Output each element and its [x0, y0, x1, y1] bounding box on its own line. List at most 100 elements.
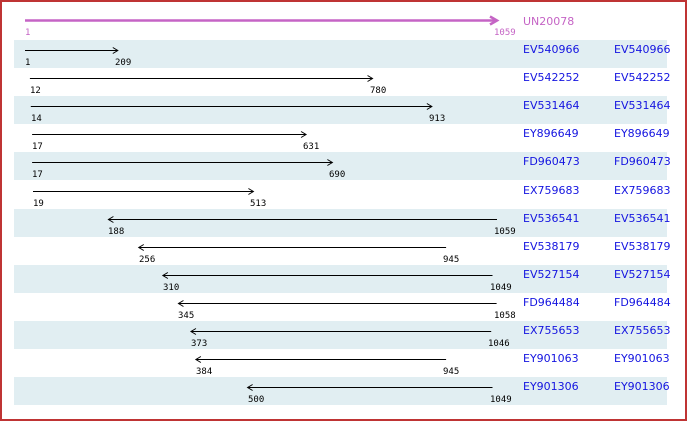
accession-link[interactable]: FD960473: [523, 155, 580, 168]
alignment-row: 373 1046 EX755653 EX755653: [2, 321, 685, 349]
arrowhead-icon: [107, 216, 114, 223]
read-end-position: 1046: [488, 339, 510, 349]
alignment-row: 1 209 EV540966 EV540966: [2, 40, 685, 68]
row-stripe-band: [14, 40, 667, 68]
reference-accession-link[interactable]: UN20078: [523, 15, 575, 28]
read-arrow: [32, 131, 308, 138]
alignment-row: 500 1049 EY901306 EY901306: [2, 377, 685, 405]
arrowhead-icon: [367, 75, 374, 82]
arrowhead-icon: [248, 188, 255, 195]
row-stripe-band: [14, 152, 667, 180]
read-start-position: 14: [31, 114, 42, 124]
accession-link-secondary[interactable]: EV536541: [614, 212, 671, 225]
accession-link-secondary[interactable]: FD964484: [614, 296, 671, 309]
read-start-position: 310: [163, 283, 180, 293]
accession-link[interactable]: EV538179: [523, 240, 580, 253]
accession-link[interactable]: EV527154: [523, 268, 580, 281]
read-arrow: [29, 75, 374, 82]
alignment-row: 17 690 FD960473 FD960473: [2, 152, 685, 180]
read-start-position: 384: [196, 367, 213, 377]
accession-link-secondary[interactable]: EX759683: [614, 184, 671, 197]
accession-link-secondary[interactable]: EV531464: [614, 99, 671, 112]
read-end-position: 209: [115, 58, 132, 68]
alignment-row: 12 780 EV542252 EV542252: [2, 68, 685, 96]
read-start-position: 19: [33, 199, 44, 209]
read-end-position: 945: [443, 367, 460, 377]
row-stripe-band: [14, 96, 667, 124]
row-stripe-band: [14, 377, 667, 405]
accession-link[interactable]: EV542252: [523, 71, 580, 84]
read-start-position: 1: [25, 58, 31, 68]
read-end-position: 913: [429, 114, 446, 124]
read-arrow: [246, 384, 493, 391]
alignment-row: 345 1058 FD964484 FD964484: [2, 293, 685, 321]
row-stripe-band: [14, 321, 667, 349]
read-arrow: [189, 328, 492, 335]
alignment-row: 17 631 EY896649 EY896649: [2, 124, 685, 152]
arrowhead-icon: [177, 300, 184, 307]
read-arrow: [161, 272, 493, 279]
accession-link-secondary[interactable]: FD960473: [614, 155, 671, 168]
accession-link[interactable]: EV540966: [523, 43, 580, 56]
alignment-row: 19 513 EX759683 EX759683: [2, 181, 685, 209]
accession-link[interactable]: EY901063: [523, 352, 579, 365]
read-arrow: [194, 356, 447, 363]
alignment-row: 310 1049 EV527154 EV527154: [2, 265, 685, 293]
accession-link-secondary[interactable]: EX755653: [614, 324, 671, 337]
accession-link[interactable]: EX755653: [523, 324, 580, 337]
alignment-row: 188 1059 EV536541 EV536541: [2, 209, 685, 237]
read-end-position: 1059: [494, 28, 516, 38]
accession-link-secondary[interactable]: EV540966: [614, 43, 671, 56]
reference-row: 1 1059 UN20078: [2, 12, 685, 40]
read-arrow: [107, 216, 497, 223]
accession-link[interactable]: FD964484: [523, 296, 580, 309]
accession-link[interactable]: EX759683: [523, 184, 580, 197]
arrowhead-icon: [189, 328, 197, 335]
read-start-position: 12: [30, 86, 41, 96]
read-arrow: [33, 188, 255, 195]
read-end-position: 631: [303, 142, 320, 152]
accession-link-secondary[interactable]: EV542252: [614, 71, 671, 84]
accession-link-secondary[interactable]: EV538179: [614, 240, 671, 253]
read-arrow: [30, 103, 433, 110]
accession-link-secondary[interactable]: EV527154: [614, 268, 671, 281]
read-end-position: 1058: [494, 311, 516, 321]
read-arrow: [177, 300, 497, 307]
arrowhead-icon: [112, 47, 119, 54]
read-start-position: 345: [178, 311, 195, 321]
read-arrow: [25, 47, 119, 54]
accession-link[interactable]: EY901306: [523, 380, 579, 393]
read-start-position: 373: [191, 339, 208, 349]
accession-link-secondary[interactable]: EY901063: [614, 352, 670, 365]
read-start-position: 500: [248, 395, 265, 405]
read-start-position: 256: [139, 255, 156, 265]
read-arrow: [32, 159, 334, 166]
accession-link-secondary[interactable]: EY901306: [614, 380, 670, 393]
accession-link[interactable]: EV536541: [523, 212, 580, 225]
read-start-position: 17: [32, 142, 43, 152]
read-end-position: 945: [443, 255, 460, 265]
read-end-position: 1049: [490, 395, 512, 405]
arrowhead-icon: [489, 15, 500, 26]
arrowhead-icon: [327, 159, 334, 166]
alignment-row: 14 913 EV531464 EV531464: [2, 96, 685, 124]
read-start-position: 1: [25, 28, 31, 38]
row-stripe-band: [14, 209, 667, 237]
alignment-row: 256 945 EV538179 EV538179: [2, 237, 685, 265]
arrowhead-icon: [137, 244, 145, 251]
read-arrow: [137, 244, 447, 251]
read-end-position: 513: [250, 199, 267, 209]
accession-link[interactable]: EV531464: [523, 99, 580, 112]
read-arrow: [25, 15, 500, 26]
accession-link[interactable]: EY896649: [523, 127, 579, 140]
arrowhead-icon: [246, 384, 253, 391]
arrowhead-icon: [426, 103, 433, 110]
read-end-position: 690: [329, 170, 346, 180]
read-end-position: 1059: [494, 227, 516, 237]
arrowhead-icon: [300, 131, 308, 138]
accession-link-secondary[interactable]: EY896649: [614, 127, 670, 140]
row-stripe-band: [14, 265, 667, 293]
read-start-position: 17: [32, 170, 43, 180]
alignment-row: 384 945 EY901063 EY901063: [2, 349, 685, 377]
